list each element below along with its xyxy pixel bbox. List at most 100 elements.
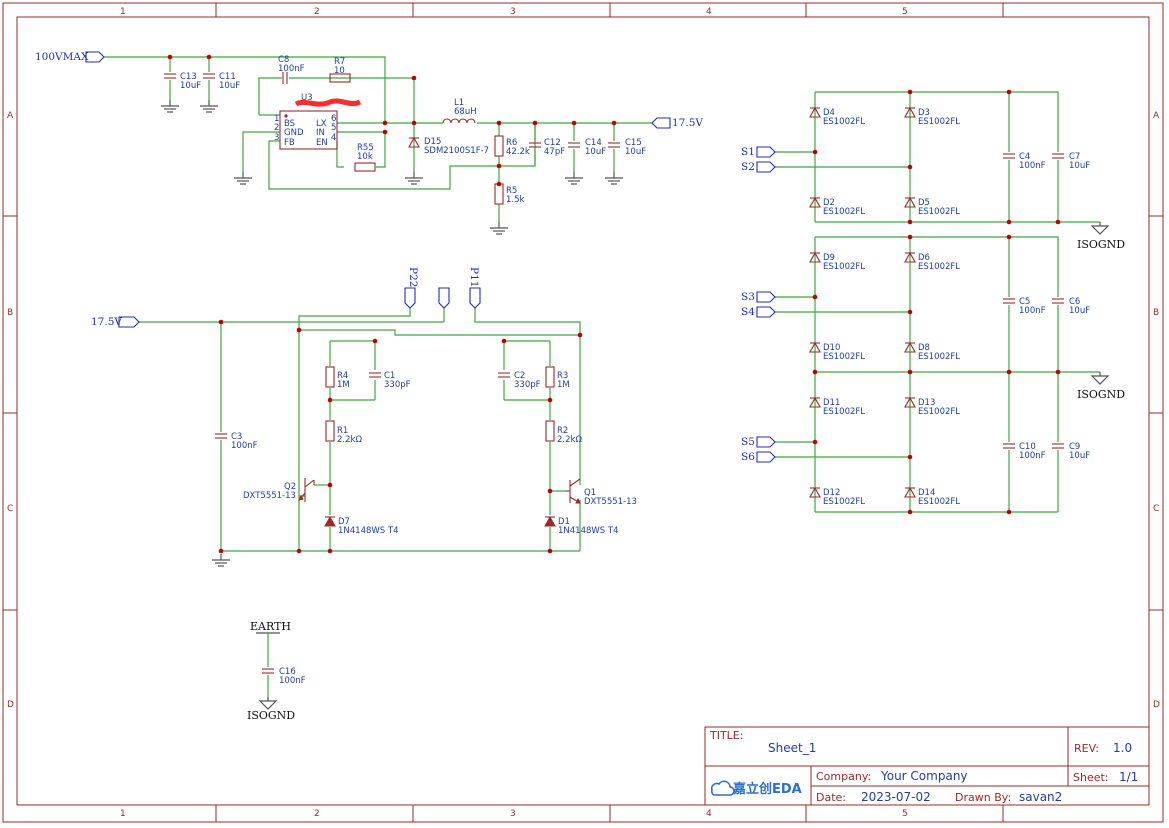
d11-ref: D11 — [823, 398, 840, 408]
capacitor-c6 — [1051, 298, 1065, 304]
company-value: Your Company — [880, 769, 968, 783]
u3-pin-num-3: 3 — [274, 133, 279, 143]
r55-value: 10k — [357, 152, 373, 162]
c5-ref: C5 — [1019, 297, 1030, 307]
d8-ref: D8 — [918, 343, 930, 353]
net-port-p11: P11 — [468, 267, 481, 309]
capacitor-c4 — [1002, 153, 1016, 159]
l1-value: 68uH — [454, 107, 477, 117]
u3-pin-num-4: 4 — [331, 133, 336, 143]
frame-row-d-right: D — [1153, 700, 1160, 710]
capacitor-c14 — [567, 142, 581, 148]
diode-d1 — [544, 516, 556, 527]
c5-value: 100nF — [1019, 306, 1046, 316]
u3-pin-bs: BS — [284, 119, 295, 129]
c10-ref: C10 — [1019, 442, 1036, 452]
u3-pin-gnd: GND — [284, 128, 304, 138]
resistor-r55 — [354, 162, 376, 172]
frame-col-1-bottom: 1 — [120, 809, 126, 819]
frame-row-b: B — [7, 308, 13, 318]
frame-col-2: 2 — [314, 7, 320, 17]
net-label-p11: P11 — [468, 267, 480, 287]
r4-value: 1M — [337, 380, 350, 390]
c2-value: 330pF — [514, 380, 541, 390]
r7-ref: R7 — [334, 57, 345, 67]
net-label-17v5-in: 17.5V — [91, 316, 122, 328]
date-label: Date: — [816, 791, 846, 804]
c10-value: 100nF — [1019, 451, 1046, 461]
resistor-r4 — [325, 366, 335, 388]
net-label-100vmax: 100VMAX — [35, 51, 89, 63]
d9-ref: D9 — [823, 253, 835, 263]
logo: 嘉立创EDA — [710, 780, 802, 797]
frame-col-5-bottom: 5 — [902, 809, 908, 819]
d2-ref: D2 — [823, 198, 835, 208]
resistor-r5 — [494, 183, 504, 205]
rectifier-section: S1 S2 S3 S4 S5 S6 ISOGND ISOGND D4 ES — [741, 89, 1125, 515]
net-label-isognd-1: ISOGND — [1077, 238, 1125, 251]
u3-pin-num-1: 1 — [274, 114, 279, 124]
ground-symbol — [564, 171, 584, 185]
isognd-symbol — [259, 696, 277, 710]
net-label-isognd-2: ISOGND — [1077, 388, 1125, 401]
q1-value: DXT5551-13 — [584, 497, 637, 507]
d12-value: ES1002FL — [823, 497, 865, 507]
u3-pin-num-2: 2 — [274, 123, 279, 133]
capacitor-c11 — [202, 73, 216, 79]
c9-value: 10uF — [1069, 451, 1090, 461]
r1-ref: R1 — [337, 426, 348, 436]
date-value: 2023-07-02 — [861, 790, 931, 804]
capacitor-c10 — [1002, 443, 1016, 449]
c6-value: 10uF — [1069, 306, 1090, 316]
d5-ref: D5 — [918, 198, 930, 208]
c14-ref: C14 — [585, 138, 602, 148]
u3-ref: U3 — [301, 93, 313, 103]
c16-ref: C16 — [279, 667, 296, 677]
r2-value: 2.2kΩ — [557, 435, 582, 445]
sheet-value: 1/1 — [1119, 770, 1138, 784]
r6-value: 42.2k — [506, 147, 530, 157]
r5-value: 1.5k — [506, 195, 525, 205]
isognd-symbol — [1091, 221, 1109, 235]
frame-col-3: 3 — [510, 7, 516, 17]
c1-ref: C1 — [384, 371, 395, 381]
net-port-p22: P22 — [404, 267, 419, 309]
u3-pin-en: EN — [316, 138, 328, 148]
c6-ref: C6 — [1069, 297, 1080, 307]
frame-row-b-right: B — [1153, 308, 1159, 318]
c4-value: 100nF — [1019, 161, 1046, 171]
capacitor-c15 — [607, 142, 621, 148]
ic-u3: U3 BS GND FB LX IN EN 1 2 3 4 5 6 — [274, 93, 362, 150]
c2-ref: C2 — [514, 371, 525, 381]
d9-value: ES1002FL — [823, 262, 865, 272]
frame-row-a: A — [7, 111, 14, 121]
cloud-icon — [710, 780, 735, 796]
net-port-s6: S6 — [741, 451, 776, 463]
gate-driver-section: 17.5V P22 P11 C3 100nF R4 1M C1 330pF R1… — [91, 267, 637, 567]
d15-ref: D15 — [424, 137, 441, 147]
d8-value: ES1002FL — [918, 352, 960, 362]
frame-row-d: D — [7, 700, 14, 710]
c14-value: 10uF — [585, 147, 606, 157]
c8-value: 100nF — [278, 64, 305, 74]
c13-ref: C13 — [180, 72, 197, 82]
rev-value: 1.0 — [1113, 741, 1132, 755]
frame-row-c: C — [7, 504, 13, 514]
ground-symbol — [404, 171, 424, 185]
title-label: TITLE: — [709, 729, 743, 742]
d7-value: 1N4148WS T4 — [338, 526, 399, 536]
q1-ref: Q1 — [584, 488, 596, 498]
transistor-q2: Q2 DXT5551-13 — [243, 478, 315, 502]
d10-value: ES1002FL — [823, 352, 865, 362]
q2-value: DXT5551-13 — [243, 491, 296, 501]
d11-value: ES1002FL — [823, 407, 865, 417]
r55-ref: R55 — [357, 143, 374, 153]
c9-ref: C9 — [1069, 442, 1080, 452]
capacitor-c5 — [1002, 298, 1016, 304]
capacitor-c3 — [214, 433, 228, 439]
u3-pin-lx: LX — [316, 119, 327, 129]
frame-column-ticks — [3, 3, 1163, 822]
d4-ref: D4 — [823, 108, 835, 118]
capacitor-c9 — [1051, 443, 1065, 449]
